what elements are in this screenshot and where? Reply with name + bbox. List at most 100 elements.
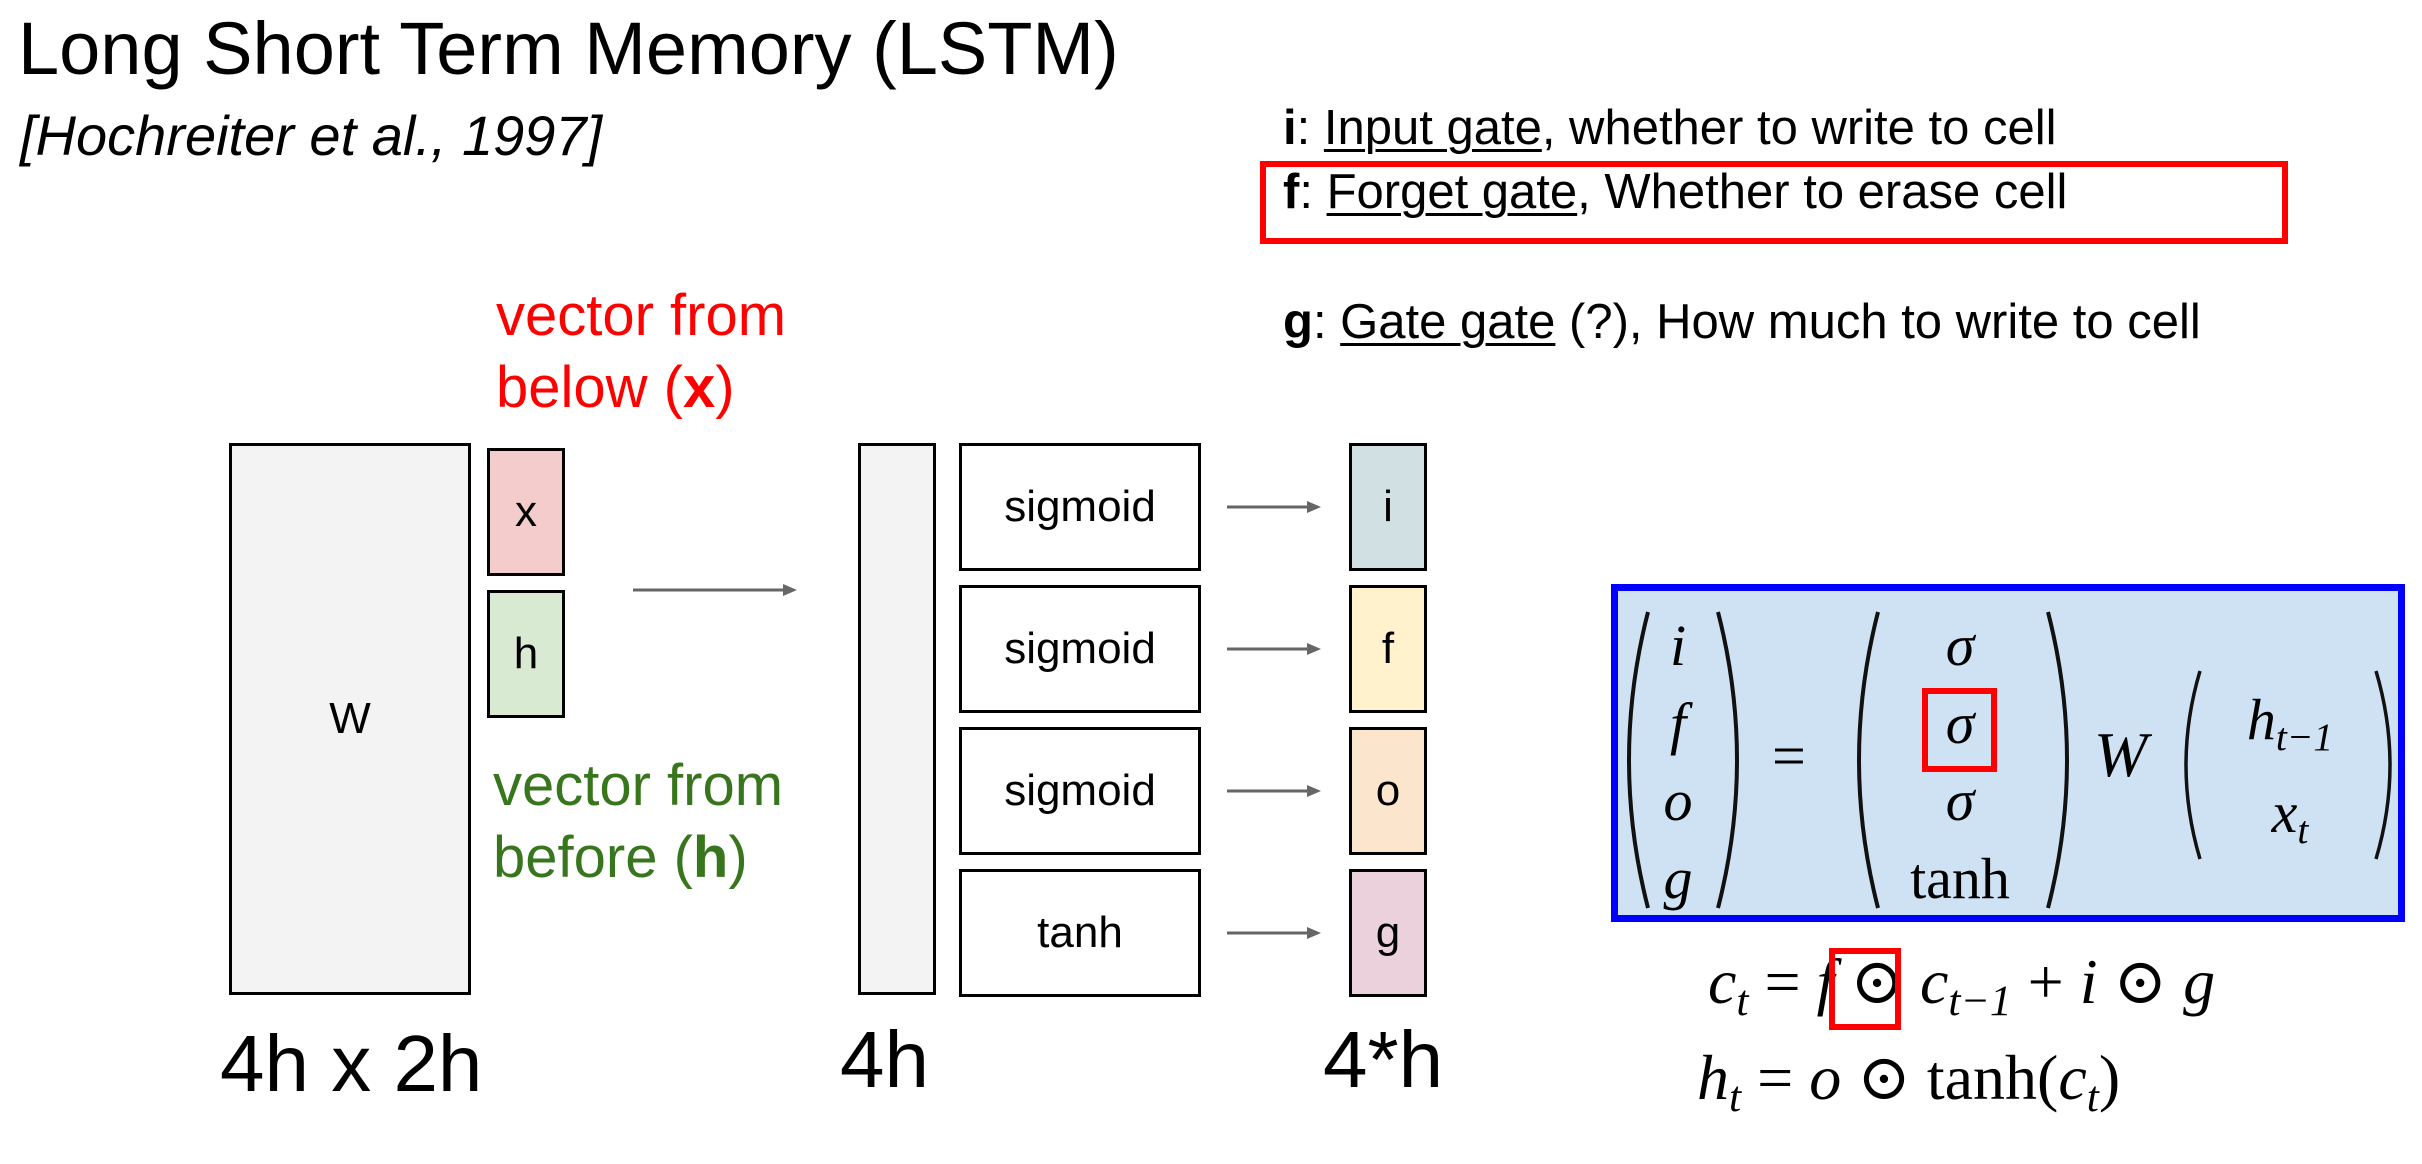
input-vector-x: x	[487, 448, 565, 576]
input-vector-h: h	[487, 590, 565, 718]
eq-term: i	[2079, 946, 2098, 1017]
fn-parentheses	[1857, 611, 2069, 909]
fn-entry: σ	[1945, 690, 1975, 756]
output-dims-label: 4*h	[1323, 1015, 1444, 1104]
eq-term: c	[1708, 946, 1737, 1017]
eq-term: c	[2058, 1042, 2087, 1113]
citation: [Hochreiter et al., 1997]	[20, 104, 603, 167]
lhs-entry: f	[1669, 690, 1687, 756]
fn-entry: σ	[1945, 768, 1975, 834]
vector-label: x	[515, 487, 537, 536]
activation-box: sigmoid	[959, 585, 1201, 713]
forget-sigma-highlight-box	[1922, 688, 1997, 772]
activation-fn: tanh	[1037, 908, 1123, 957]
hidden-update-equation: ht = o ⊙ tanh(ct)	[1697, 1046, 2120, 1120]
arrow-right-icon	[1227, 643, 1321, 655]
gate-output-g: g	[1349, 869, 1427, 997]
gate-output-label: o	[1375, 766, 1401, 815]
rhs-sub: t	[2297, 808, 2309, 853]
eq-sub: t−1	[1948, 977, 2012, 1026]
annotation-line: vector from	[496, 283, 787, 348]
gate-output-i: i	[1349, 443, 1427, 571]
activation-fn: sigmoid	[1004, 482, 1156, 531]
annotation-text: )	[728, 825, 748, 890]
weight-matrix-label: W	[329, 694, 371, 743]
gate-desc: , whether to write to cell	[1541, 101, 2057, 155]
gate-name: Forget gate	[1326, 165, 1578, 219]
activation-box: sigmoid	[959, 443, 1201, 571]
separator: :	[1296, 101, 1324, 155]
activation-dims-label: 4h	[840, 1015, 929, 1104]
eq-sub: t	[2086, 1073, 2099, 1122]
arrow-right-icon	[1227, 927, 1321, 939]
eq-term: c	[1920, 946, 1949, 1017]
rhs-parentheses	[2184, 670, 2392, 860]
weight-symbol: W	[2094, 719, 2148, 790]
gate-description-forget: f: Forget gate, Whether to erase cell	[1283, 168, 2067, 217]
gate-description-input: i: Input gate, whether to write to cell	[1283, 104, 2057, 153]
weight-matrix: W	[229, 443, 471, 995]
annotation-line: vector from	[493, 753, 784, 818]
eq-op: )	[2098, 1042, 2121, 1113]
eq-op: ⊙	[2097, 946, 2184, 1017]
lhs-entry: i	[1669, 613, 1687, 678]
activation-fn: sigmoid	[1004, 624, 1156, 673]
gate-symbol: i	[1283, 101, 1297, 155]
gate-equation-box	[1611, 584, 2405, 922]
gate-desc: , How much to write to cell	[1628, 295, 2201, 349]
equals-sign: =	[1772, 723, 1806, 789]
activation-box: sigmoid	[959, 727, 1201, 855]
forget-f-highlight-box	[1829, 948, 1901, 1030]
gate-desc: , Whether to erase cell	[1577, 165, 2068, 219]
gate-output-label: i	[1383, 482, 1393, 531]
annotation-text: )	[715, 355, 735, 420]
gate-qualifier: (?)	[1555, 295, 1629, 349]
annotation-var: h	[692, 825, 729, 890]
annotation-line: before (h)	[493, 822, 783, 894]
rhs-base: h	[2246, 687, 2276, 752]
activation-vector	[858, 443, 936, 995]
gate-output-label: f	[1381, 624, 1395, 673]
fn-entry: σ	[1945, 613, 1975, 678]
weight-dims-label: 4h x 2h	[220, 1019, 483, 1108]
eq-term: g	[2183, 946, 2216, 1017]
arrow-right-icon	[1227, 785, 1321, 797]
gate-output-o: o	[1349, 727, 1427, 855]
eq-op: +	[2011, 946, 2080, 1017]
vector-label: h	[513, 629, 539, 678]
lhs-parentheses	[1627, 611, 1739, 909]
eq-op: =	[1741, 1042, 1810, 1113]
annotation-vector-h: vector from before (h)	[493, 750, 783, 894]
rhs-entry: ht−1	[2215, 682, 2365, 775]
eq-sub: t	[1736, 977, 1749, 1026]
rhs-base: x	[2271, 780, 2298, 846]
arrow-right-icon	[633, 584, 797, 596]
gate-name: Input gate	[1323, 101, 1542, 155]
gate-output-f: f	[1349, 585, 1427, 713]
rhs-vector: ht−1 xt	[2215, 682, 2365, 868]
annotation-var: x	[682, 355, 716, 420]
forget-gate-highlight-box	[1260, 161, 2288, 244]
lhs-entry: g	[1663, 845, 1693, 911]
eq-op: =	[1748, 946, 1817, 1017]
eq-op: ⊙	[1841, 1042, 1927, 1113]
separator: :	[1299, 165, 1327, 219]
slide-title: Long Short Term Memory (LSTM)	[18, 7, 1119, 90]
activation-fn: sigmoid	[1004, 766, 1156, 815]
gate-name: Gate gate	[1340, 295, 1556, 349]
annotation-line: below (x)	[496, 352, 786, 424]
gate-output-label: g	[1375, 908, 1401, 957]
rhs-sub: t−1	[2275, 715, 2334, 760]
fn-entry: tanh	[1910, 845, 2010, 911]
gate-description-gate: g: Gate gate (?), How much to write to c…	[1283, 298, 2201, 347]
rhs-entry: xt	[2215, 775, 2365, 868]
annotation-text: before (	[493, 825, 693, 890]
annotation-vector-x: vector from below (x)	[496, 280, 786, 424]
fn-vector: σ σ σ tanh	[1880, 612, 2040, 912]
arrow-right-icon	[1227, 501, 1321, 513]
eq-sub: t	[1729, 1073, 1742, 1122]
eq-term: h	[1697, 1042, 1729, 1113]
eq-fn: tanh(	[1926, 1042, 2059, 1113]
activation-box: tanh	[959, 869, 1201, 997]
cell-update-equation: ct = f ⊙ ct−1 + i ⊙ g	[1708, 950, 2215, 1024]
